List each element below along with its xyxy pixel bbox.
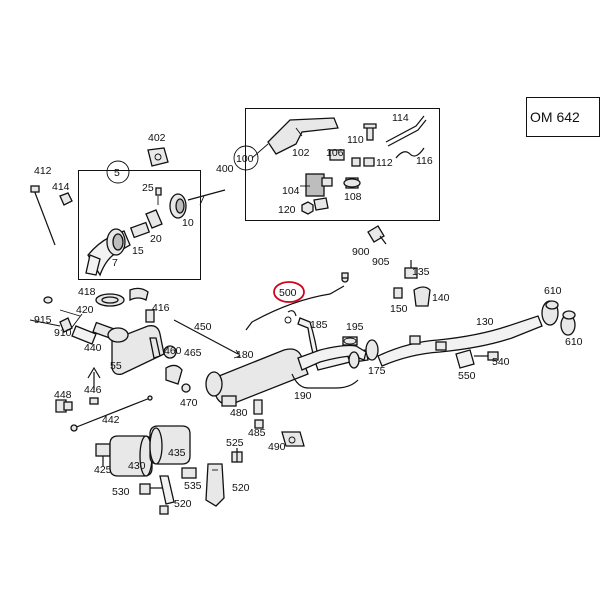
part-label-420[interactable]: 420 — [76, 304, 94, 316]
part-label-465[interactable]: 465 — [184, 347, 202, 359]
part-label-190[interactable]: 190 — [294, 390, 312, 402]
part-label-150[interactable]: 150 — [390, 303, 408, 315]
part-label-55[interactable]: 55 — [110, 360, 122, 372]
part-label-402[interactable]: 402 — [148, 132, 166, 144]
part-label-414[interactable]: 414 — [52, 181, 70, 193]
group-100-label: 100 — [236, 153, 254, 165]
part-label-10[interactable]: 10 — [182, 217, 194, 229]
part-label-485[interactable]: 485 — [248, 427, 266, 439]
part-label-900[interactable]: 900 — [352, 246, 370, 258]
part-label-102[interactable]: 102 — [292, 147, 310, 159]
part-label-442[interactable]: 442 — [102, 414, 120, 426]
part-label-135[interactable]: 135 — [412, 266, 430, 278]
group-100-parts — [267, 115, 427, 245]
part-label-450[interactable]: 450 — [194, 321, 212, 333]
part-label-7[interactable]: 7 — [112, 257, 118, 269]
part-label-114[interactable]: 114 — [392, 112, 409, 124]
part-label-112[interactable]: 112 — [376, 157, 393, 169]
part-label-20[interactable]: 20 — [150, 233, 162, 245]
part-label-550[interactable]: 550 — [458, 370, 476, 382]
part-number-labels: 412 414 402 25 400 20 10 15 7 114 110 10… — [34, 112, 583, 510]
part-label-195[interactable]: 195 — [346, 321, 364, 333]
part-label-430[interactable]: 430 — [128, 460, 146, 472]
part-label-530[interactable]: 530 — [112, 486, 130, 498]
front-pipe-130 — [351, 260, 576, 369]
group-5-parts — [30, 147, 226, 277]
engine-code: OM 642 — [530, 109, 580, 125]
part-label-140[interactable]: 140 — [432, 292, 450, 304]
part-label-104[interactable]: 104 — [282, 185, 300, 197]
group-100-box — [245, 108, 440, 221]
part-label-106[interactable]: 106 — [326, 147, 344, 159]
part-label-180[interactable]: 180 — [236, 349, 254, 361]
part-label-130[interactable]: 130 — [476, 316, 494, 328]
bracket-520 — [205, 431, 305, 507]
part-label-116[interactable]: 116 — [416, 155, 433, 167]
part-label-535[interactable]: 535 — [184, 480, 202, 492]
part-label-915[interactable]: 915 — [34, 314, 52, 326]
part-label-448[interactable]: 448 — [54, 389, 72, 401]
part-label-520-right[interactable]: 520 — [232, 482, 250, 494]
part-label-610-top[interactable]: 610 — [544, 285, 562, 297]
part-label-500[interactable]: 500 — [279, 287, 297, 299]
part-label-25[interactable]: 25 — [142, 182, 154, 194]
part-label-120[interactable]: 120 — [278, 204, 296, 216]
part-label-910[interactable]: 910 — [54, 327, 72, 339]
particulate-filter-180 — [205, 344, 367, 429]
part-label-490[interactable]: 490 — [268, 441, 286, 453]
part-label-460[interactable]: 460 — [164, 345, 182, 357]
part-label-470[interactable]: 470 — [180, 397, 198, 409]
part-label-446[interactable]: 446 — [84, 384, 102, 396]
sensor-cable-500 — [245, 272, 349, 331]
part-label-435[interactable]: 435 — [168, 447, 186, 459]
part-label-520-bottom[interactable]: 520 — [174, 498, 192, 510]
part-label-440[interactable]: 440 — [84, 342, 102, 354]
part-label-540[interactable]: 540 — [492, 356, 510, 368]
part-label-418[interactable]: 418 — [78, 286, 96, 298]
lower-hanger-parts — [95, 425, 197, 515]
part-label-185[interactable]: 185 — [310, 319, 328, 331]
part-label-416[interactable]: 416 — [152, 302, 170, 314]
part-label-110[interactable]: 110 — [347, 134, 364, 146]
part-label-108[interactable]: 108 — [344, 191, 362, 203]
part-label-400[interactable]: 400 — [216, 163, 234, 175]
part-label-905[interactable]: 905 — [372, 256, 390, 268]
lower-left-parts — [55, 366, 153, 432]
part-label-15[interactable]: 15 — [132, 245, 144, 257]
group-5-label: 5 — [114, 167, 120, 179]
group-5-box — [78, 170, 201, 280]
part-label-175[interactable]: 175 — [368, 365, 386, 377]
highlight-500-ellipse — [273, 281, 305, 303]
leader-lines — [29, 143, 269, 331]
part-label-480[interactable]: 480 — [230, 407, 248, 419]
part-label-610-bottom[interactable]: 610 — [565, 336, 583, 348]
part-label-425[interactable]: 425 — [94, 464, 112, 476]
group-5-callout-circle — [106, 160, 130, 184]
catalytic-converter-55 — [107, 325, 191, 393]
part-label-525[interactable]: 525 — [226, 437, 244, 449]
group-100-callout-circle — [233, 145, 259, 171]
part-label-412[interactable]: 412 — [34, 165, 52, 177]
